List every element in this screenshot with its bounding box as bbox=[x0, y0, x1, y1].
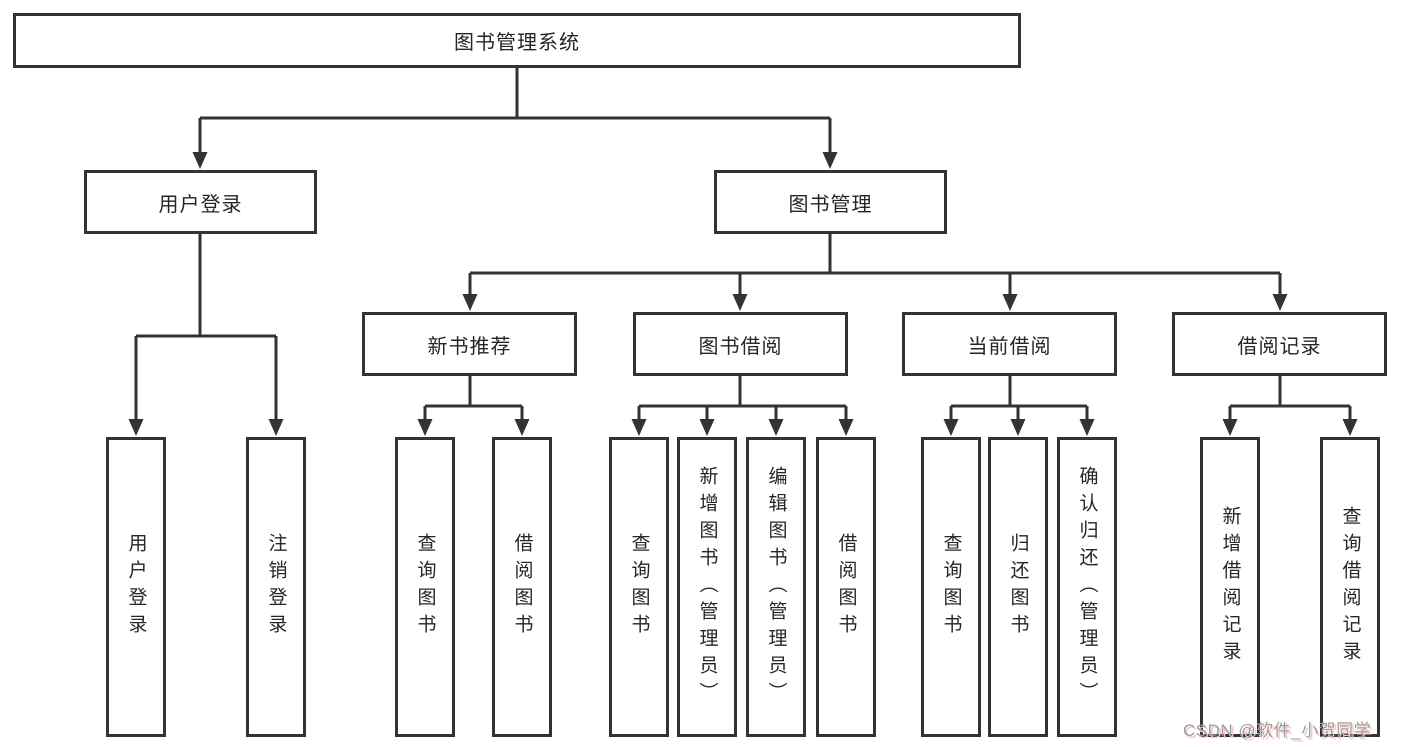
arrowhead-icons bbox=[128, 152, 1358, 436]
node-box-user-login: 用户登录 bbox=[84, 170, 317, 234]
node-box-book-management: 图书管理 bbox=[714, 170, 947, 234]
watermark: CSDN @软件_小贺同学 bbox=[1183, 721, 1372, 740]
leaf-box-add-borrow-record: 新增借阅记录 bbox=[1200, 437, 1260, 737]
leaf-box-borrow-books: 借阅图书 bbox=[816, 437, 876, 737]
root-box-system: 图书管理系统 bbox=[13, 13, 1021, 68]
leaf-box-query-borrow-record: 查询借阅记录 bbox=[1320, 437, 1380, 737]
node-box-new-book-recommend: 新书推荐 bbox=[362, 312, 577, 376]
leaf-box-borrow-books-recommend: 借阅图书 bbox=[492, 437, 552, 737]
leaf-box-edit-books-admin: 编辑图书（管理员） bbox=[746, 437, 806, 737]
leaf-box-return-books: 归还图书 bbox=[988, 437, 1048, 737]
connector-lines bbox=[134, 68, 1352, 421]
node-box-current-borrowing: 当前借阅 bbox=[902, 312, 1117, 376]
node-box-borrowing-records: 借阅记录 bbox=[1172, 312, 1387, 376]
leaf-box-add-books-admin: 新增图书（管理员） bbox=[677, 437, 737, 737]
leaf-box-confirm-return-admin: 确认归还（管理员） bbox=[1057, 437, 1117, 737]
leaf-box-query-books-recommend: 查询图书 bbox=[395, 437, 455, 737]
leaf-box-user-login: 用户登录 bbox=[106, 437, 166, 737]
leaf-box-logout: 注销登录 bbox=[246, 437, 306, 737]
leaf-box-query-books-current: 查询图书 bbox=[921, 437, 981, 737]
leaf-box-query-books-borrowing: 查询图书 bbox=[609, 437, 669, 737]
node-box-book-borrowing: 图书借阅 bbox=[633, 312, 848, 376]
